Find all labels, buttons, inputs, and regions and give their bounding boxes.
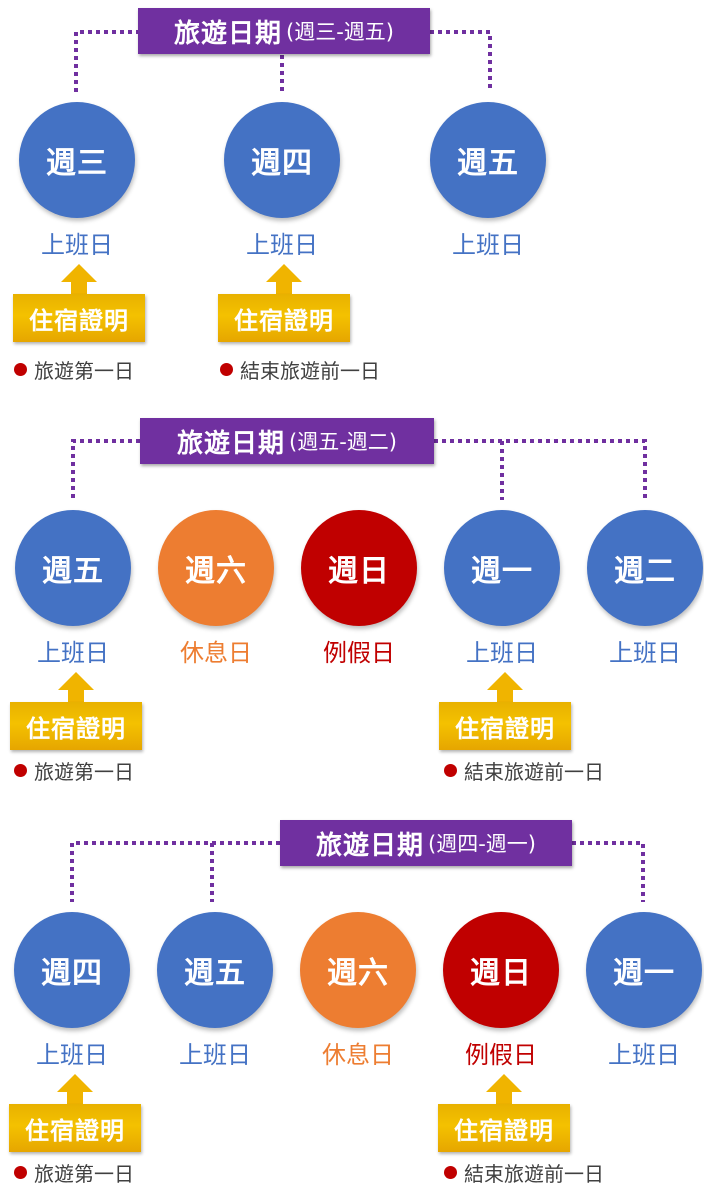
day-circle: 週日 <box>443 912 559 1028</box>
day-type-label: 上班日 <box>179 1041 251 1069</box>
bullet-dot-icon <box>220 363 233 376</box>
travel-date-title: 旅遊日期 (週五-週二) <box>140 418 434 464</box>
day-type-label: 例假日 <box>465 1041 537 1069</box>
title-range: (週四-週一) <box>428 832 536 856</box>
day-type-label: 休息日 <box>180 639 252 667</box>
note-text: 結束旅遊前一日 <box>240 359 380 383</box>
title-range: (週三-週五) <box>286 20 394 44</box>
day-circle: 週六 <box>158 510 274 626</box>
note-text: 結束旅遊前一日 <box>464 760 604 784</box>
accommodation-proof-label: 住宿證明 <box>13 294 145 342</box>
travel-date-title: 旅遊日期 (週三-週五) <box>138 8 430 54</box>
arrow-up-icon <box>486 1074 522 1108</box>
first-day-note: 旅遊第一日 <box>14 756 134 785</box>
accommodation-proof-label: 住宿證明 <box>438 1104 570 1152</box>
day-circle: 週三 <box>19 102 135 218</box>
bullet-dot-icon <box>444 1166 457 1179</box>
note-text: 旅遊第一日 <box>34 760 134 784</box>
day-type-label: 上班日 <box>608 1041 680 1069</box>
arrow-up-icon <box>61 264 97 298</box>
day-type-label: 例假日 <box>323 639 395 667</box>
day-type-label: 上班日 <box>466 639 538 667</box>
arrow-up-icon <box>58 672 94 706</box>
accommodation-proof-label: 住宿證明 <box>439 702 571 750</box>
accommodation-proof-label: 住宿證明 <box>10 702 142 750</box>
bullet-dot-icon <box>14 1166 27 1179</box>
bullet-dot-icon <box>14 764 27 777</box>
note-text: 旅遊第一日 <box>34 359 134 383</box>
last-day-note: 結束旅遊前一日 <box>220 355 380 384</box>
accommodation-proof-label: 住宿證明 <box>9 1104 141 1152</box>
connector-lines <box>74 30 492 92</box>
note-text: 結束旅遊前一日 <box>464 1162 604 1186</box>
accommodation-proof-badge: 住宿證明 <box>438 1074 570 1154</box>
day-type-label: 上班日 <box>452 231 524 259</box>
first-day-note: 旅遊第一日 <box>14 1158 134 1187</box>
first-day-note: 旅遊第一日 <box>14 355 134 384</box>
travel-date-title: 旅遊日期 (週四-週一) <box>280 820 572 866</box>
day-circle: 週六 <box>300 912 416 1028</box>
accommodation-proof-label: 住宿證明 <box>218 294 350 342</box>
arrow-up-icon <box>266 264 302 298</box>
day-type-label: 上班日 <box>41 231 113 259</box>
accommodation-proof-badge: 住宿證明 <box>13 264 145 344</box>
day-circle: 週四 <box>14 912 130 1028</box>
title-main: 旅遊日期 <box>316 830 425 861</box>
day-circle: 週日 <box>301 510 417 626</box>
day-type-label: 上班日 <box>37 639 109 667</box>
accommodation-proof-badge: 住宿證明 <box>218 264 350 344</box>
day-circle: 週一 <box>444 510 560 626</box>
connector-lines <box>70 841 645 902</box>
arrow-up-icon <box>57 1074 93 1108</box>
day-type-label: 上班日 <box>609 639 681 667</box>
last-day-note: 結束旅遊前一日 <box>444 1158 604 1187</box>
day-circle: 週五 <box>15 510 131 626</box>
connector-lines <box>71 439 647 500</box>
bullet-dot-icon <box>444 764 457 777</box>
day-circle: 週一 <box>586 912 702 1028</box>
last-day-note: 結束旅遊前一日 <box>444 756 604 785</box>
arrow-up-icon <box>487 672 523 706</box>
accommodation-proof-badge: 住宿證明 <box>10 672 142 752</box>
accommodation-proof-badge: 住宿證明 <box>439 672 571 752</box>
day-circle: 週四 <box>224 102 340 218</box>
day-circle: 週五 <box>157 912 273 1028</box>
bullet-dot-icon <box>14 363 27 376</box>
day-type-label: 上班日 <box>246 231 318 259</box>
day-type-label: 休息日 <box>322 1041 394 1069</box>
title-main: 旅遊日期 <box>177 428 286 459</box>
section-thu-mon: 旅遊日期 (週四-週一) 週四 週五 週六 週日 週一 上班日 上班日 休息日 … <box>0 800 704 1200</box>
day-type-label: 上班日 <box>36 1041 108 1069</box>
section-fri-tue: 旅遊日期 (週五-週二) 週五 週六 週日 週一 週二 上班日 休息日 例假日 … <box>0 400 704 800</box>
accommodation-proof-badge: 住宿證明 <box>9 1074 141 1154</box>
day-circle: 週二 <box>587 510 703 626</box>
title-range: (週五-週二) <box>289 430 397 454</box>
section-wed-fri: 旅遊日期 (週三-週五) 週三 週四 週五 上班日 上班日 上班日 住宿證明 住… <box>0 0 704 400</box>
note-text: 旅遊第一日 <box>34 1162 134 1186</box>
title-main: 旅遊日期 <box>174 18 283 49</box>
day-circle: 週五 <box>430 102 546 218</box>
